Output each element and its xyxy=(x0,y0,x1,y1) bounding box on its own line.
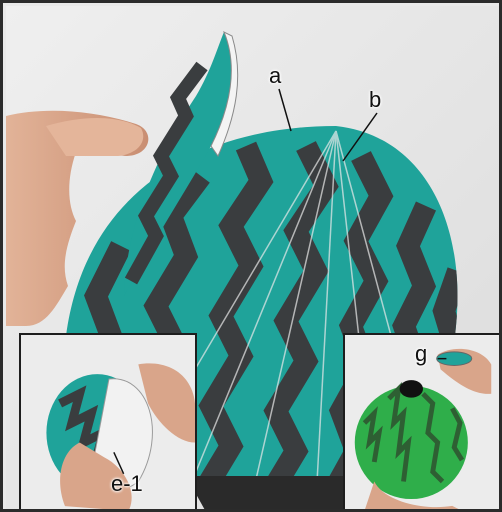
inset-left-photo: e-1 xyxy=(19,333,197,512)
label-a: a xyxy=(269,65,281,87)
label-e-1: e-1 xyxy=(111,473,143,495)
label-b: b xyxy=(369,89,381,111)
label-g: g xyxy=(415,343,427,365)
inset-right-photo: g xyxy=(343,333,502,512)
